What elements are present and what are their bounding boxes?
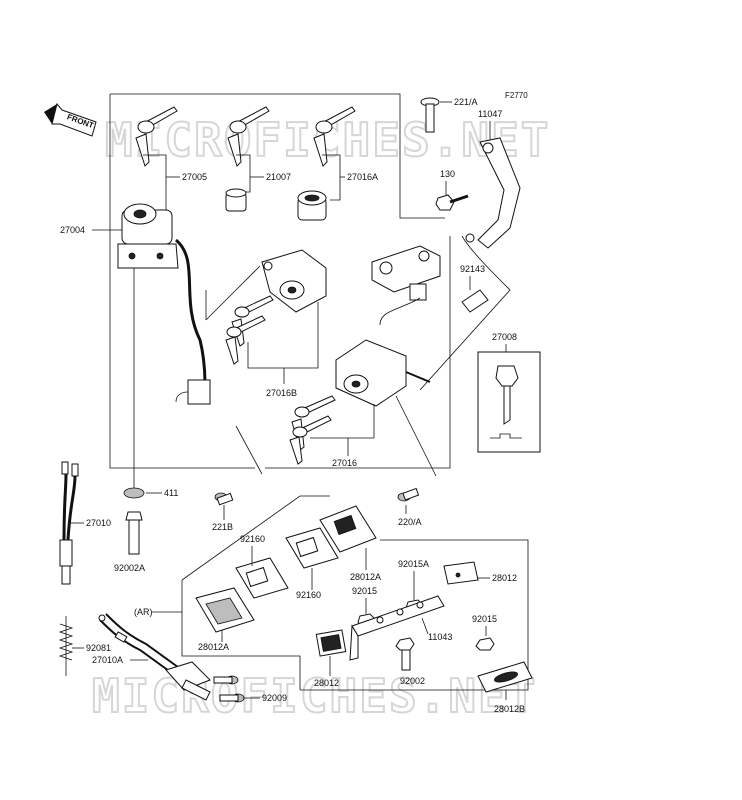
screw-icon	[420, 97, 440, 133]
label-130: 130	[440, 169, 455, 179]
cable-icon	[98, 613, 211, 701]
label-28012B: 28012B	[494, 704, 525, 714]
reflector-icon	[443, 561, 479, 585]
ignition-switch-icon	[117, 203, 179, 269]
label-92160-a: 92160	[240, 534, 265, 544]
key-icon	[289, 415, 332, 465]
label-92143: 92143	[460, 264, 485, 274]
fuel-cap-lock-icon	[371, 245, 441, 301]
key-icon	[495, 365, 519, 425]
screw-icon	[219, 693, 245, 703]
lock-cylinder-icon	[261, 249, 327, 313]
fuel-cap-lock-icon	[335, 339, 407, 407]
label-220A: 220/A	[398, 517, 422, 527]
bolt-icon	[395, 637, 415, 671]
bolt-icon	[475, 637, 495, 651]
figure-code: F2770	[505, 91, 528, 100]
label-27016A: 27016A	[347, 172, 378, 182]
bolt-icon	[435, 194, 469, 211]
key-icon	[313, 106, 356, 167]
label-28012-right: 28012	[492, 573, 517, 583]
spring-icon	[58, 616, 74, 676]
watermark-bottom: MICROFICHES.NET	[92, 669, 537, 723]
label-92160-b: 92160	[296, 590, 321, 600]
front-arrow-icon: FRONT	[44, 102, 97, 137]
frame-top	[110, 93, 445, 219]
label-92002A: 92002A	[114, 563, 145, 573]
label-27005: 27005	[182, 172, 207, 182]
label-221A: 221/A	[454, 97, 478, 107]
label-92009: 92009	[262, 693, 287, 703]
label-27008: 27008	[492, 332, 517, 342]
lock-cylinder-icon	[225, 188, 247, 212]
bolt-icon	[125, 511, 143, 555]
label-92081: 92081	[86, 643, 111, 653]
label-28012A-top: 28012A	[350, 572, 381, 582]
label-21007: 21007	[266, 172, 291, 182]
label-92015-mid: 92015	[352, 586, 377, 596]
label-11047: 11047	[478, 109, 502, 119]
label-28012A-left: 28012A	[198, 642, 229, 652]
label-28012-bottom: 28012	[314, 678, 339, 688]
frame-left	[109, 94, 255, 469]
label-92002: 92002	[400, 676, 425, 686]
label-27016: 27016	[332, 458, 357, 468]
cable-icon	[59, 461, 79, 585]
lock-cylinder-icon	[297, 190, 327, 221]
bracket-icon	[465, 137, 521, 249]
washer-icon	[123, 487, 145, 499]
reflector-icon	[285, 527, 339, 569]
label-221B: 221B	[212, 522, 233, 532]
label-11043: 11043	[428, 632, 452, 642]
frame-right	[265, 236, 451, 469]
key-icon	[227, 106, 270, 167]
bolt-icon	[461, 289, 489, 313]
label-27004: 27004	[60, 225, 85, 235]
reflector-icon	[235, 557, 289, 599]
key-icon	[225, 315, 266, 365]
label-27010: 27010	[86, 518, 111, 528]
label-27016B: 27016B	[266, 388, 297, 398]
label-92015-right: 92015	[472, 614, 497, 624]
screw-icon	[214, 492, 234, 506]
label-92015A: 92015A	[398, 559, 429, 569]
bracket-icon	[349, 595, 445, 661]
reflector-icon	[319, 505, 377, 553]
key-icon	[135, 106, 178, 167]
label-AR: (AR)	[134, 607, 153, 617]
label-411: 411	[164, 488, 178, 498]
reflector-icon	[315, 629, 347, 657]
connector-icon	[187, 379, 211, 405]
screw-icon	[397, 487, 420, 502]
reflector-icon	[477, 661, 533, 693]
reflector-icon	[195, 587, 255, 633]
screw-icon	[213, 675, 239, 685]
label-27010A: 27010A	[92, 655, 123, 665]
